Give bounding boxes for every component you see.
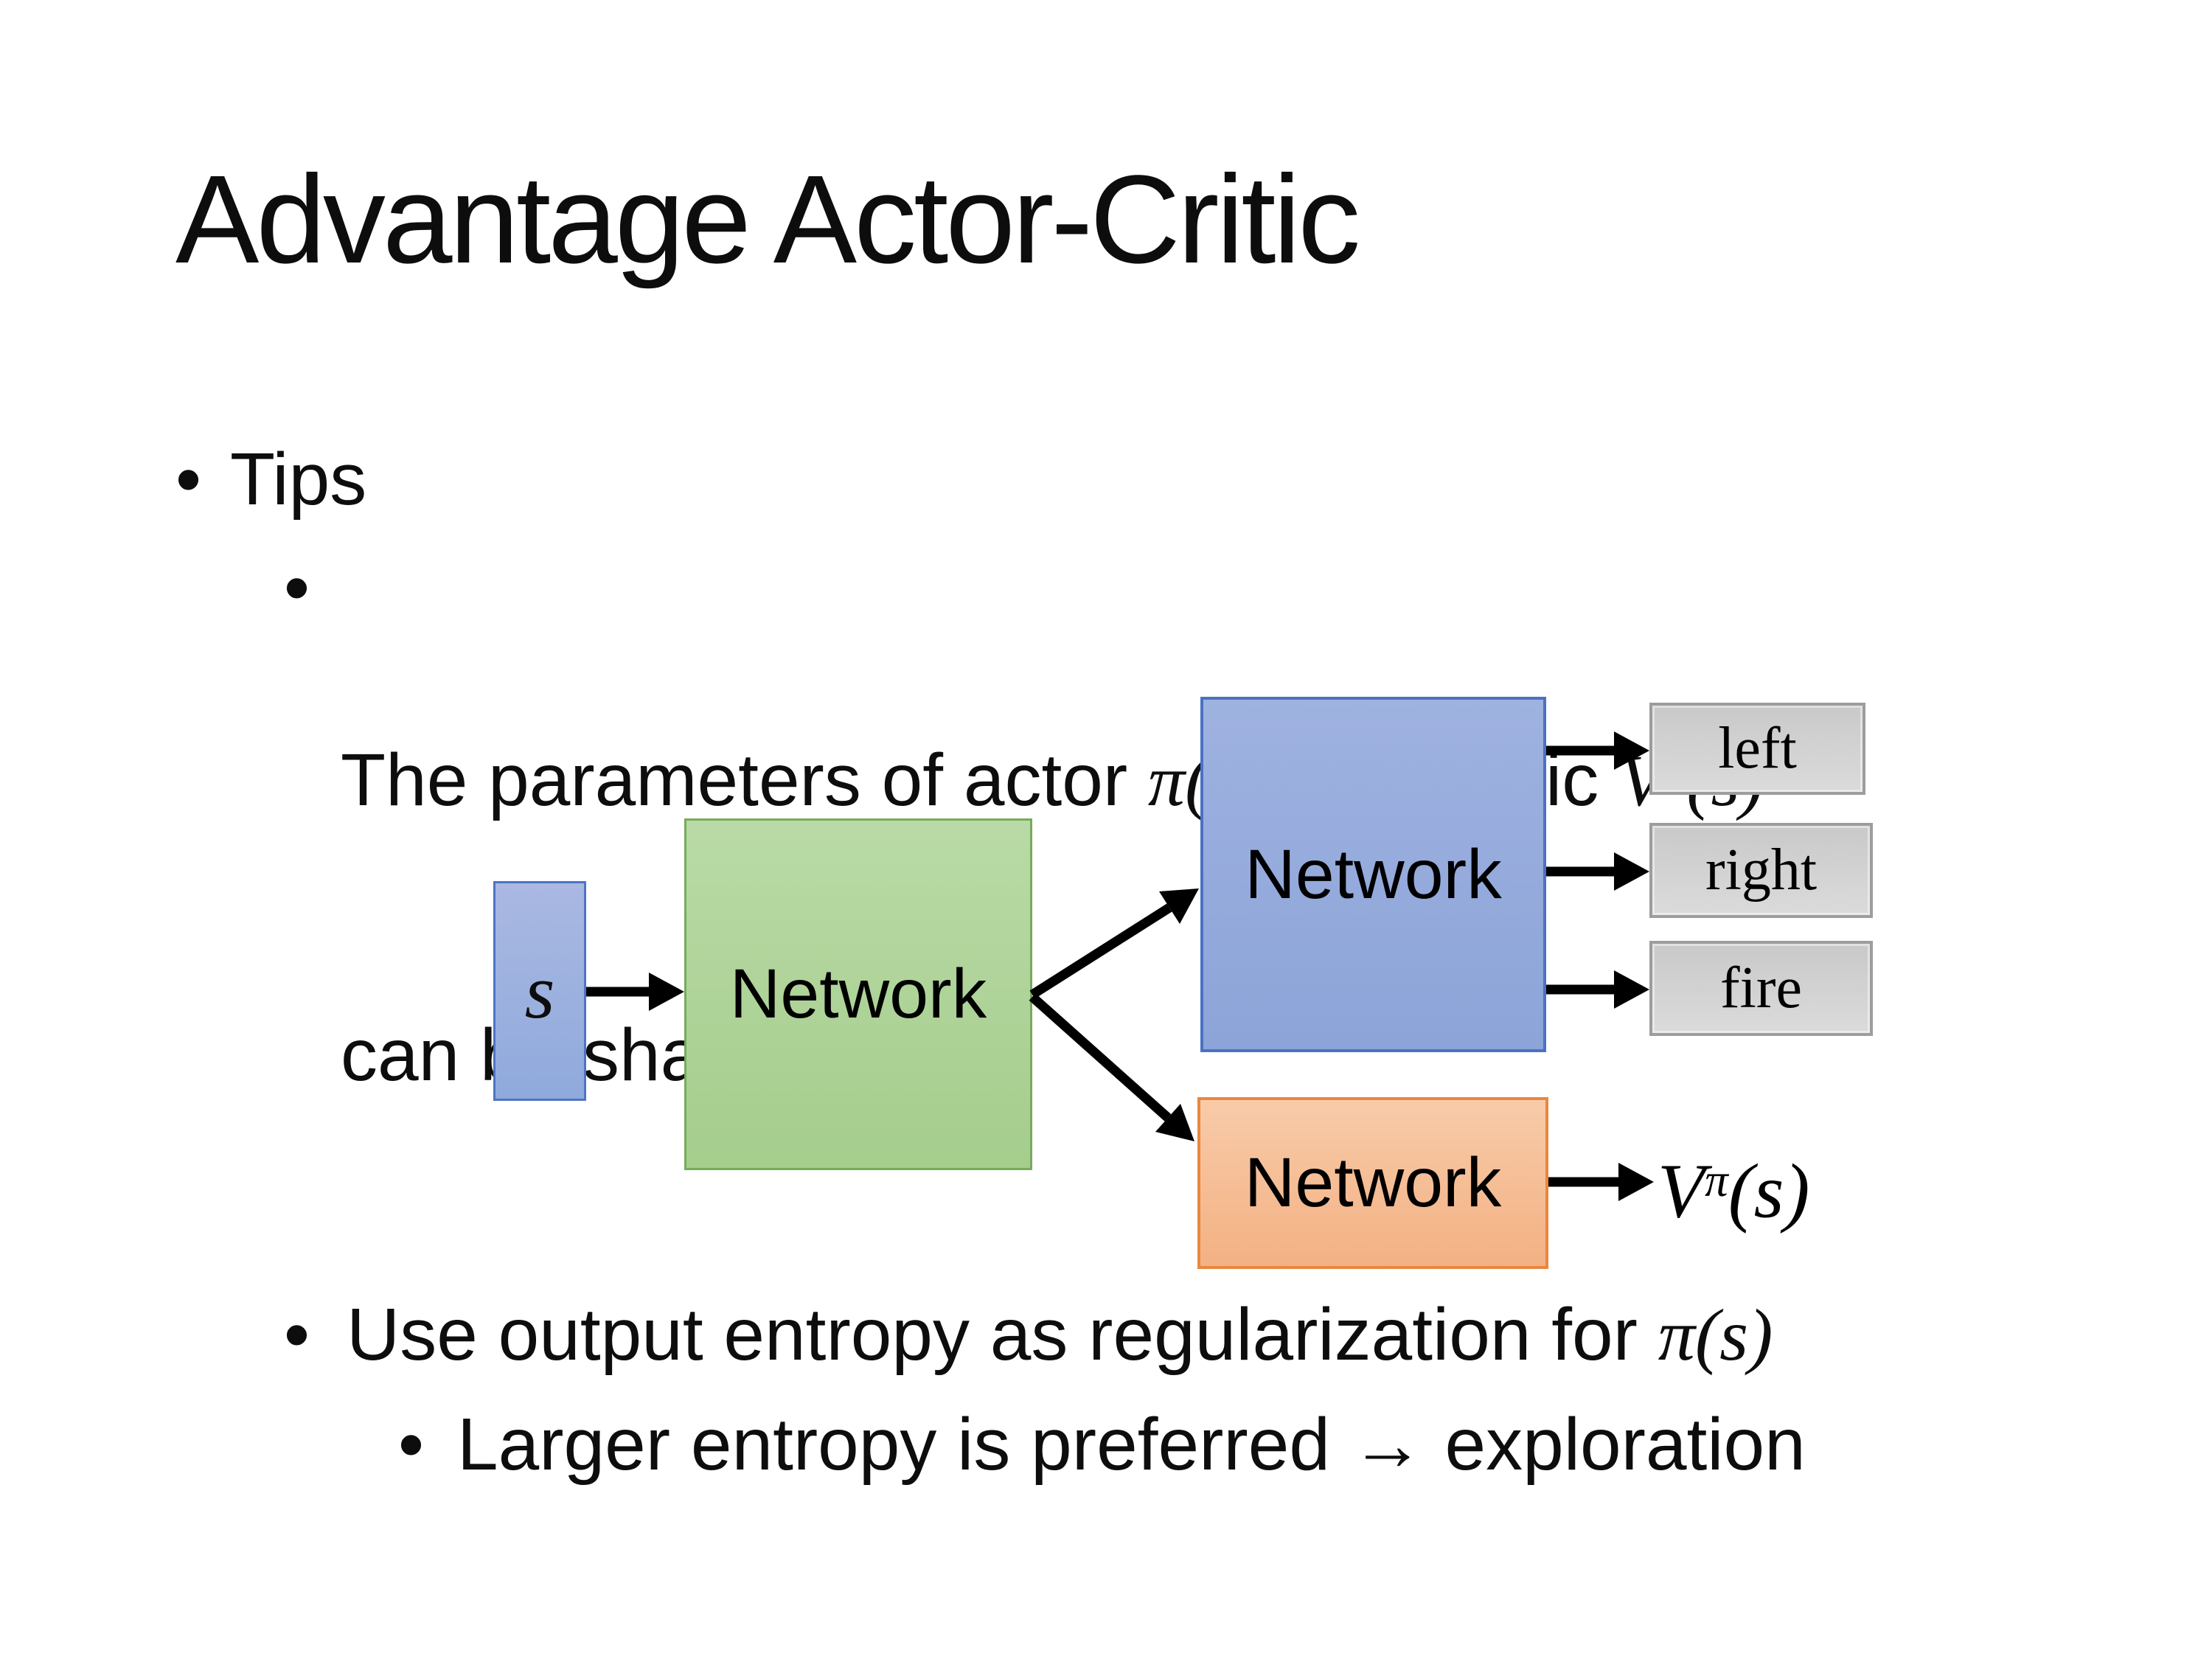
params-text1: The parameters of actor bbox=[341, 739, 1148, 821]
shared-network-box: Network bbox=[684, 818, 1032, 1170]
action-box-left: left bbox=[1649, 703, 1865, 795]
action-label-right: right bbox=[1705, 838, 1818, 902]
actor-network-box: Network bbox=[1200, 697, 1546, 1052]
action-box-right: right bbox=[1649, 823, 1873, 918]
bullet-dot-entropy: • bbox=[284, 1293, 310, 1376]
critic-output-args: (s) bbox=[1728, 1147, 1810, 1234]
action-box-fire: fire bbox=[1649, 941, 1873, 1036]
critic-output-label: Vπ(s) bbox=[1658, 1139, 1810, 1232]
slide-title: Advantage Actor-Critic bbox=[175, 150, 1360, 290]
exploration-text: Larger entropy is preferred → exploratio… bbox=[457, 1403, 1806, 1486]
tips-label: Tips bbox=[230, 438, 367, 521]
bullet-dot-tips: • bbox=[175, 438, 202, 521]
critic-network-label: Network bbox=[1244, 1144, 1502, 1222]
critic-output-v: V bbox=[1658, 1147, 1705, 1234]
shared-network-label: Network bbox=[729, 955, 987, 1033]
entropy-text: Use output entropy as regularization for… bbox=[347, 1289, 1773, 1381]
critic-output-superscript: π bbox=[1705, 1155, 1728, 1206]
bullet-dot-params: • bbox=[284, 546, 310, 629]
state-box: s bbox=[493, 881, 586, 1101]
shared-params-line1: The parameters of actor π(s) and critic … bbox=[341, 725, 1764, 827]
entropy-text1: Use output entropy as regularization for bbox=[347, 1293, 1658, 1376]
entropy-pi-s-math: π(s) bbox=[1658, 1294, 1773, 1376]
actor-network-label: Network bbox=[1245, 835, 1502, 914]
action-label-left: left bbox=[1718, 716, 1797, 781]
bullet-dot-exploration: • bbox=[398, 1403, 425, 1486]
action-label-fire: fire bbox=[1719, 956, 1802, 1020]
critic-network-box: Network bbox=[1197, 1097, 1548, 1269]
state-label: s bbox=[524, 947, 555, 1034]
